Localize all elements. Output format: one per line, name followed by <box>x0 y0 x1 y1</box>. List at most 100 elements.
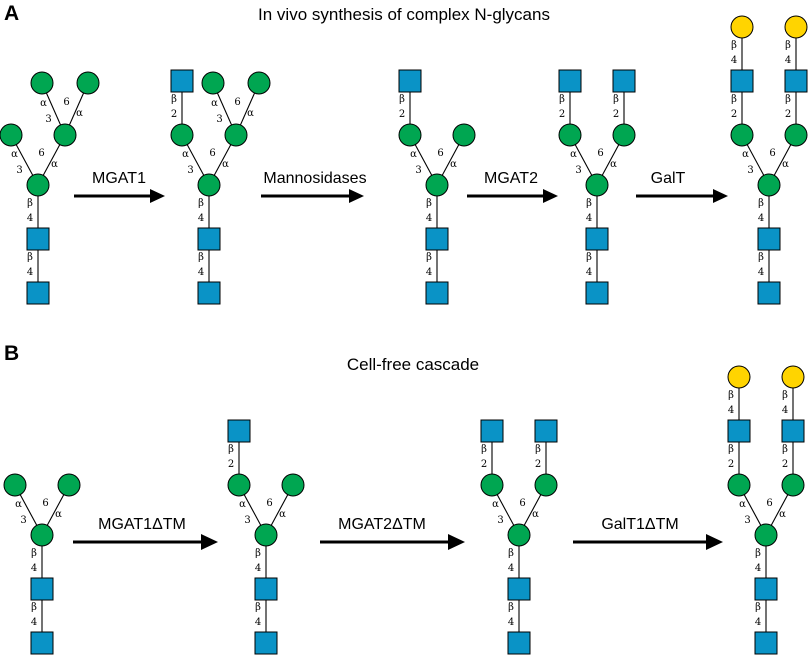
glcnac-square <box>254 631 278 655</box>
glcnac-square <box>558 69 582 93</box>
linkage-position-label: 4 <box>508 617 514 628</box>
glcnac-square <box>398 69 422 93</box>
anomer-label: α <box>182 149 189 160</box>
glcnac-square <box>254 577 278 601</box>
linkage-position-label: 4 <box>782 405 788 416</box>
panel-b-title: Cell-free cascade <box>347 355 479 374</box>
linkage-position-label: 4 <box>255 563 261 574</box>
linkage-position-label: 4 <box>785 55 791 66</box>
glcnac-square <box>534 419 558 443</box>
glcnac-square <box>507 577 531 601</box>
anomer-label: α <box>40 98 47 109</box>
anomer-label: α <box>222 159 229 170</box>
mannose-circle <box>0 123 23 147</box>
glcnac-square <box>480 419 504 443</box>
glcnac-square <box>425 281 449 305</box>
linkage-position-label: 3 <box>16 165 22 176</box>
linkage-position-label: 4 <box>198 213 204 224</box>
reaction-arrow-a4 <box>636 189 728 203</box>
mannose-circle <box>76 71 100 95</box>
reaction-arrow-b1 <box>73 534 218 550</box>
anomer-label: β <box>785 94 791 105</box>
mannose-circle <box>784 123 808 147</box>
anomer-label: α <box>782 159 789 170</box>
linkage-position-label: 2 <box>559 109 565 120</box>
reaction-arrow-a1 <box>74 189 165 203</box>
anomer-label: β <box>586 198 592 209</box>
anomer-label: α <box>532 509 539 520</box>
anomer-label: β <box>198 198 204 209</box>
glcnac-square <box>754 631 778 655</box>
anomer-label: β <box>27 252 33 263</box>
anomer-label: β <box>559 94 565 105</box>
panel-b-letter: B <box>4 342 19 365</box>
glcnac-square <box>197 281 221 305</box>
mannose-circle <box>612 123 636 147</box>
panel-a-letter: A <box>4 2 19 25</box>
anomer-label: β <box>731 94 737 105</box>
anomer-label: α <box>450 159 457 170</box>
mannose-circle <box>281 473 305 497</box>
glcnac-square <box>757 227 781 251</box>
anomer-label: α <box>239 499 246 510</box>
anomer-label: α <box>779 509 786 520</box>
mannose-circle <box>197 173 221 197</box>
galactose-circle <box>781 365 805 389</box>
glcnac-square <box>754 577 778 601</box>
mannose-circle <box>534 473 558 497</box>
reaction-arrow-b3 <box>573 534 723 550</box>
mannose-circle <box>754 523 778 547</box>
anomer-label: β <box>171 94 177 105</box>
linkage-position-label: 6 <box>266 498 272 509</box>
glcnac-square <box>197 227 221 251</box>
linkage-position-label: 4 <box>731 55 737 66</box>
anomer-label: α <box>55 509 62 520</box>
enzyme-label-mannosidases: Mannosidases <box>263 170 366 187</box>
linkage-position-label: 2 <box>728 459 734 470</box>
anomer-label: β <box>755 548 761 559</box>
mannose-circle <box>585 173 609 197</box>
anomer-label: β <box>728 390 734 401</box>
glcnac-square <box>170 69 194 93</box>
linkage-position-label: 2 <box>481 459 487 470</box>
glcnac-square <box>425 227 449 251</box>
anomer-label: α <box>11 149 18 160</box>
anomer-label: α <box>15 499 22 510</box>
mannose-circle <box>3 473 27 497</box>
linkage-position-label: 4 <box>255 617 261 628</box>
linkage-position-label: 3 <box>187 165 193 176</box>
glcnac-square <box>781 419 805 443</box>
anomer-label: α <box>51 159 58 170</box>
linkage-position-label: 3 <box>575 165 581 176</box>
linkage-position-label: 3 <box>45 114 51 125</box>
anomer-label: β <box>426 198 432 209</box>
mannose-circle <box>781 473 805 497</box>
enzyme-label-galt1-dtm: GalT1ΔTM <box>601 516 678 533</box>
linkage-position-label: 4 <box>728 405 734 416</box>
mannose-circle <box>26 173 50 197</box>
galactose-circle <box>727 365 751 389</box>
anomer-label: α <box>410 149 417 160</box>
enzyme-label-galt: GalT <box>651 170 686 187</box>
panel-a-title: In vivo synthesis of complex N-glycans <box>258 5 550 24</box>
anomer-label: β <box>508 602 514 613</box>
linkage-position-label: 4 <box>31 617 37 628</box>
linkage-position-label: 6 <box>209 148 215 159</box>
anomer-label: β <box>198 252 204 263</box>
glcnac-square <box>727 419 751 443</box>
glcnac-square <box>784 69 808 93</box>
anomer-label: α <box>610 159 617 170</box>
anomer-label: β <box>31 548 37 559</box>
galactose-circle <box>784 15 808 39</box>
anomer-label: β <box>586 252 592 263</box>
glcnac-square <box>26 281 50 305</box>
linkage-position-label: 6 <box>38 148 44 159</box>
linkage-position-label: 2 <box>171 109 177 120</box>
